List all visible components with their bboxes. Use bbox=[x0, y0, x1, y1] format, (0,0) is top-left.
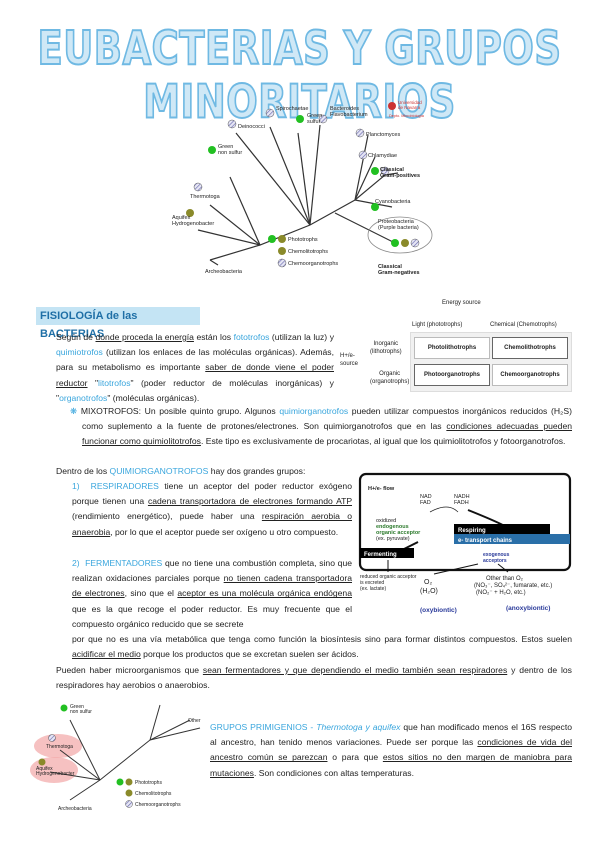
svg-text:Chemoorganotrophs: Chemoorganotrophs bbox=[288, 261, 338, 267]
tree-legend-bottom: Phototrophs Chemolitotrophs Chemoorganot… bbox=[116, 778, 181, 808]
label-other-bottom: Other bbox=[188, 718, 201, 724]
paragraph-mixotrofos: ❋ MIXOTROFOS: Un posible quinto grupo. A… bbox=[70, 406, 572, 447]
label-proteobacteria: Proteobacteria(Purple bacteria) bbox=[378, 219, 419, 231]
svg-text:Chemoorganotrophs: Chemoorganotrophs bbox=[135, 802, 181, 808]
label-spirochaetae: Spirochaetae bbox=[276, 106, 308, 112]
label-other-than-o2: Other than O₂(NO₃⁻, SO₄²⁻, fumarate, etc… bbox=[474, 576, 552, 596]
energy-source-table: Energy source Light (phototrophs) Chemic… bbox=[340, 300, 572, 392]
label-planctomyces: Planctomyces bbox=[366, 132, 400, 138]
tree-legend: Phototrophs Chemolitotrophs Chemoorganot… bbox=[268, 235, 338, 268]
table-row-organic: Organic(organotrophs) bbox=[370, 371, 410, 385]
table-title: Energy source bbox=[442, 300, 481, 306]
svg-text:Chemolitotrophs: Chemolitotrophs bbox=[288, 249, 328, 255]
table-col-header-chemical: Chemical (Chemotrophs) bbox=[490, 322, 557, 328]
label-chlamydiae: Chlamydiae bbox=[368, 153, 397, 159]
svg-text:Chemolitotrophs: Chemolitotrophs bbox=[135, 791, 172, 797]
cell-chemoorganotrophs: Chemoorganotrophs bbox=[492, 364, 568, 386]
paragraph-grupos-primigenios: GRUPOS PRIMIGENIOS - Thermotoga y aquife… bbox=[210, 722, 573, 778]
label-etc: e- transport chains bbox=[458, 538, 513, 544]
label-thermotoga-bottom: Thermotoga bbox=[46, 744, 73, 750]
label-fermenting: Fermenting bbox=[364, 552, 397, 558]
paragraph-mixed-metabolism: Pueden haber microorganismos que sean fe… bbox=[56, 665, 572, 691]
star-bullet-icon: ❋ bbox=[70, 406, 78, 416]
section-heading-fisiologia: FISIOLOGÍA de las BACTERIAS bbox=[36, 307, 200, 340]
label-anoxybiontic: (anoxybiontic) bbox=[506, 605, 550, 612]
paragraph-quimiorganotrofos: Dentro de los QUIMIORGANOTROFOS hay dos … bbox=[56, 466, 306, 476]
label-o2: O₂(H₂O) bbox=[420, 579, 438, 595]
paragraph-fermentadores-cont: por que no es una vía metabólica que ten… bbox=[72, 634, 572, 660]
label-oxybiontic: (oxybiontic) bbox=[420, 607, 457, 614]
svg-text:Phototrophs: Phototrophs bbox=[288, 237, 318, 243]
list-item-fermentadores: 2) FERMENTADORES que no tiene una combus… bbox=[72, 558, 353, 629]
table-col-header-light: Light (phototrophs) bbox=[412, 322, 463, 328]
table-row-header: H+/e-source bbox=[340, 353, 359, 367]
svg-text:Phototrophs: Phototrophs bbox=[135, 780, 162, 786]
label-cyanobacteria: Cyanobacteria bbox=[375, 199, 411, 205]
tree-markers bbox=[186, 108, 433, 254]
label-respiring: Respiring bbox=[458, 528, 486, 534]
label-flow: H+/e- flow bbox=[368, 486, 395, 492]
paragraph-energy-sources: Según de donde proceda la energía están … bbox=[56, 332, 335, 403]
label-thermotoga: Thermotoga bbox=[190, 194, 221, 200]
label-archeobacteria: Archeobacteria bbox=[205, 269, 243, 275]
label-archeobacteria-bottom: Archeobacteria bbox=[58, 806, 92, 812]
page-title: EUBACTERIAS Y GRUPOS MINORITARIOS bbox=[37, 20, 562, 130]
table-row-inorganic: Inorganic(lithotrophs) bbox=[370, 341, 402, 355]
label-deinococci: Deinococci bbox=[238, 124, 265, 130]
cell-photoorganotrophs: Photoorganotrophs bbox=[414, 364, 490, 386]
svg-text:Depto. Microbiología: Depto. Microbiología bbox=[389, 114, 425, 118]
list-item-respiradores: 1) RESPIRADORES tiene un aceptor del pod… bbox=[72, 481, 353, 537]
cell-chemolithotrophs: Chemolithotrophs bbox=[492, 337, 568, 359]
cell-photolithotrophs: Photolithotrophs bbox=[414, 337, 490, 359]
